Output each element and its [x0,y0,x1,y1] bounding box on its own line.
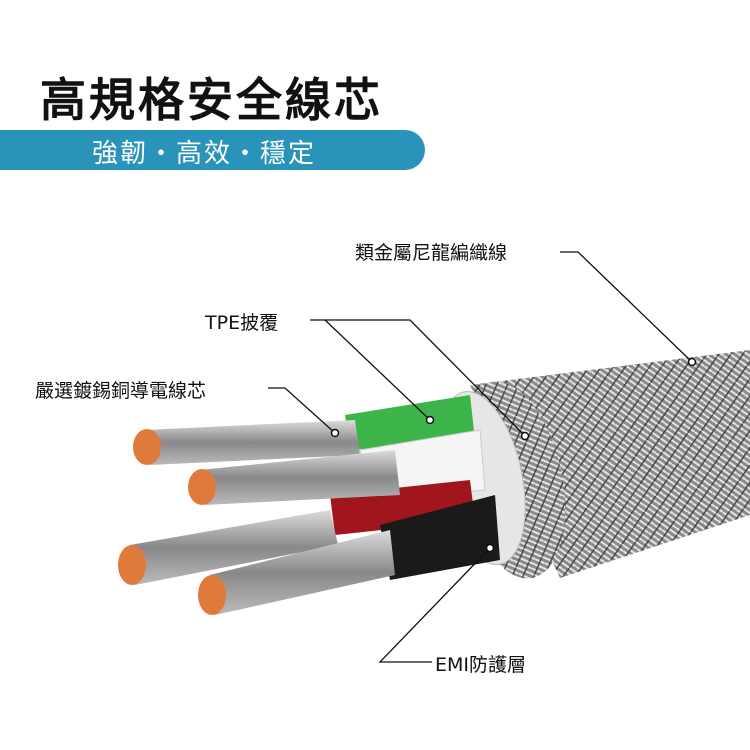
tpe-label: TPE披覆 [205,312,279,334]
conductor-leader [268,387,336,434]
braid-label: 類金屬尼龍編織線 [355,242,508,264]
tpe-leader [310,319,526,437]
conductor-label: 嚴選鍍錫銅導電線芯 [35,380,207,402]
emi-label: EMI防護層 [435,654,527,676]
page-title: 高規格安全線芯 [40,73,383,127]
subtitle-banner [0,130,425,170]
conductor-bundles [118,420,400,615]
subtitle: 強韌・高效・穩定 [92,139,317,169]
black-wire [380,495,500,580]
braid-leader [560,251,693,363]
emi-leader [378,547,491,663]
